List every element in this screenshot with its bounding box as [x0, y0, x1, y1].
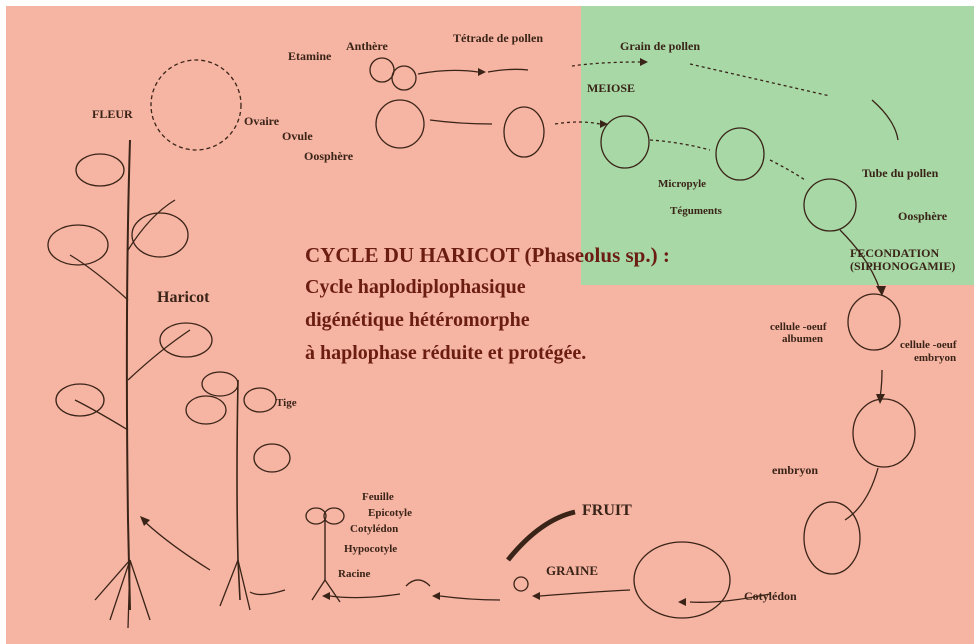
label-cellule-embryon-1: cellule -oeuf — [900, 340, 957, 351]
title-line-2: Cycle haplodiplophasique — [305, 277, 526, 299]
label-tetrade: Tétrade de pollen — [453, 32, 543, 44]
label-oosphere-2: Oosphère — [898, 210, 947, 222]
label-tige: Tige — [276, 398, 297, 409]
label-tube: Tube du pollen — [862, 167, 938, 179]
pollen-tube — [872, 100, 898, 140]
arrow-ovule-micropyle — [650, 140, 710, 150]
label-ovule: Ovule — [282, 130, 313, 142]
label-embryon: embryon — [772, 464, 818, 476]
label-teguments: Téguments — [670, 206, 722, 217]
label-feuille: Feuille — [362, 492, 394, 503]
label-cellule-embryon-2: embryon — [914, 353, 956, 364]
label-cellule-albumen-2: albumen — [782, 334, 823, 345]
label-graine: GRAINE — [546, 564, 598, 577]
ovule-micropyle — [716, 128, 764, 180]
label-cotyledon-2: Cotylédon — [350, 524, 398, 535]
label-ovaire: Ovaire — [244, 115, 279, 127]
label-meiose: MEIOSE — [587, 82, 635, 94]
label-fecondation: FECONDATION — [850, 247, 939, 259]
pod-fruit — [508, 512, 575, 560]
label-micropyle: Micropyle — [658, 179, 706, 190]
arrow-grain-tube — [690, 64, 830, 96]
seed-cell-egg — [848, 294, 900, 350]
title-line-4: à haplophase réduite et protégée. — [305, 343, 586, 365]
label-hypocotyle: Hypocotyle — [344, 544, 397, 555]
label-haricot: Haricot — [157, 290, 209, 306]
title-line-3: digénétique hétéromorphe — [305, 310, 530, 332]
arrow-ovule-ovule — [430, 120, 492, 124]
label-racine: Racine — [338, 569, 370, 580]
label-fruit: FRUIT — [582, 503, 632, 519]
arrow-down-1 — [880, 370, 882, 398]
ovule-fecondation — [804, 179, 856, 231]
label-cellule-albumen-1: cellule -oeuf — [770, 322, 827, 333]
label-siphonogamie: (SIPHONOGAMIE) — [850, 260, 955, 272]
arrow-left-4 — [330, 594, 400, 598]
arrow-tetrade-grain — [572, 62, 640, 66]
arrow-down-2 — [845, 468, 878, 520]
arrow-left-3 — [440, 596, 500, 600]
seed-cotyledon — [634, 542, 730, 618]
arrow-up-left — [145, 522, 210, 570]
ovule-meiose — [601, 116, 649, 168]
seed-embryo-1 — [853, 399, 915, 467]
label-epicotyle: Epicotyle — [368, 508, 412, 519]
arrow-anthere-tetrade — [418, 70, 478, 74]
plant-stem — [127, 140, 130, 610]
label-fleur: FLEUR — [92, 108, 133, 120]
seed-embryo-2 — [804, 502, 860, 574]
label-cotyledon: Cotylédon — [744, 590, 797, 602]
label-etamine: Etamine — [288, 50, 331, 62]
arrow-left-2 — [540, 590, 630, 596]
label-anthere: Anthère — [346, 40, 388, 52]
title-line-1: CYCLE DU HARICOT (Phaseolus sp.) : — [305, 244, 670, 267]
label-grain: Grain de pollen — [620, 40, 700, 52]
flower-circle — [151, 60, 241, 150]
label-oosphere-1: Oosphère — [304, 150, 353, 162]
